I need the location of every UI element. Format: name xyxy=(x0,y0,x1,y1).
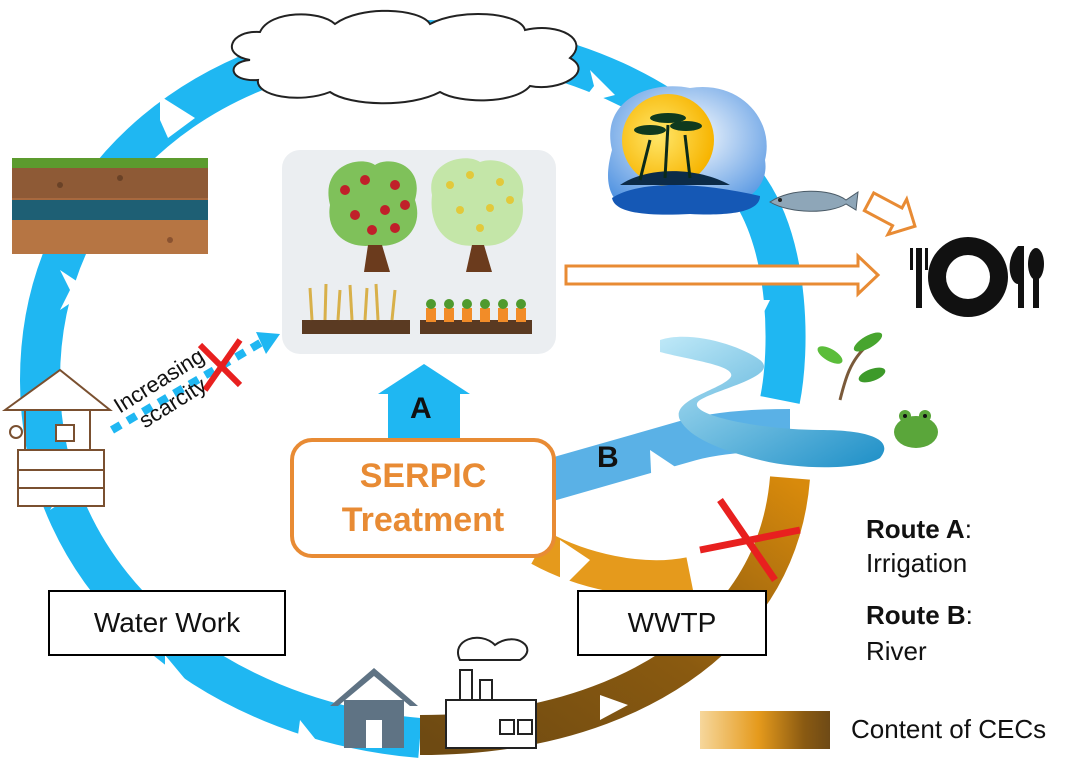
legend-route-b-bold: Route B xyxy=(866,600,966,630)
cec-gradient-bar xyxy=(700,711,830,749)
fish-to-food-arrow xyxy=(862,190,917,237)
legend-route-a-bold: Route A xyxy=(866,514,965,544)
cloud-icon xyxy=(230,9,580,105)
legend-route-a-desc: Irrigation xyxy=(866,548,968,578)
serpic-treatment-box: SERPIC Treatment xyxy=(290,438,556,558)
crops-to-food-arrow xyxy=(564,252,881,298)
wwtp-label: WWTP xyxy=(627,607,717,638)
wwtp-to-serpic-arrow xyxy=(531,532,694,597)
water-work-label: Water Work xyxy=(93,607,241,638)
legend-route-b-title: Route B: xyxy=(866,600,973,630)
legend-route-b-desc: River xyxy=(866,636,927,666)
route-a-arrow xyxy=(378,364,470,438)
water-work-box: Water Work xyxy=(48,590,286,656)
soil-layers-icon xyxy=(12,158,208,254)
blocked-cross-icon xyxy=(699,498,801,582)
trees-crops-icon xyxy=(282,150,556,354)
scarcity-arrow xyxy=(109,338,265,434)
frog-icon xyxy=(894,410,938,448)
route-b-label: B xyxy=(597,441,619,474)
plant-icon xyxy=(817,332,886,401)
fish-icon xyxy=(769,190,859,212)
factory-icon xyxy=(445,636,537,749)
plate-cutlery-icon xyxy=(910,237,1044,317)
route-a-label: A xyxy=(410,392,432,425)
well-icon xyxy=(1,368,113,507)
river-icon xyxy=(660,336,885,468)
legend-route-a-title: Route A: xyxy=(866,514,972,544)
house-icon xyxy=(330,668,418,748)
serpic-subtitle: Treatment xyxy=(341,501,505,539)
wwtp-box: WWTP xyxy=(577,590,767,656)
scarcity-cross-icon xyxy=(197,338,243,392)
island-sun-icon xyxy=(607,86,767,215)
serpic-title: SERPIC xyxy=(359,457,487,495)
cec-label: Content of CECs xyxy=(851,714,1047,744)
